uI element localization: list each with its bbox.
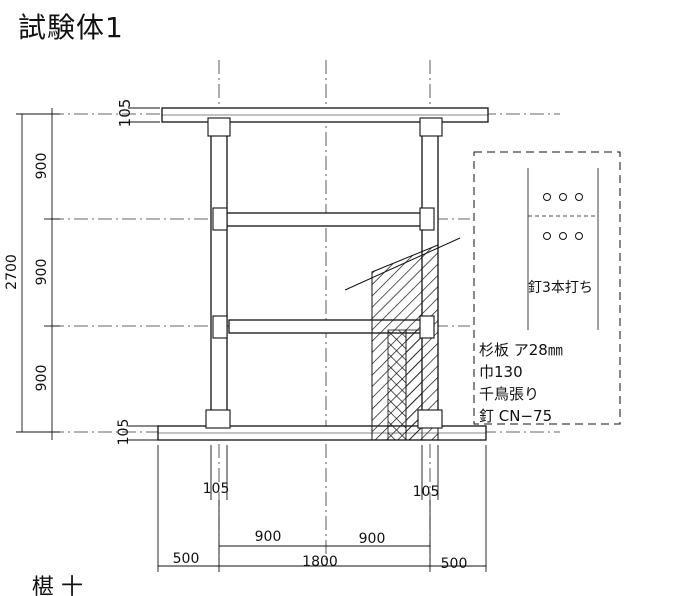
dim-900-bottom-right: 900 <box>359 531 386 547</box>
dim-105-left: 105 <box>203 481 230 497</box>
dim-105-top: 105 <box>116 99 134 128</box>
footer-partial: 椹 十 <box>32 575 83 596</box>
dim-1800: 1800 <box>302 554 338 570</box>
nail-hole-icon <box>559 232 567 240</box>
nail-hole-icon <box>559 193 567 201</box>
dim-500-right: 500 <box>441 556 468 572</box>
dim-105-right: 105 <box>413 484 440 500</box>
bottom-dimension-lines <box>157 445 487 572</box>
detail-box <box>473 151 621 425</box>
grid-lines <box>50 60 560 560</box>
nail-hole-icon <box>575 232 583 240</box>
spec-line-1: 杉板 ア28㎜ <box>479 341 563 359</box>
dim-900-c: 900 <box>34 365 50 392</box>
dim-2700: 2700 <box>4 254 20 290</box>
spec-line-3: 千鳥張り <box>479 385 540 403</box>
dim-900-b: 900 <box>34 259 50 286</box>
spec-line-2: 巾130 <box>479 363 523 381</box>
dim-900-a: 900 <box>34 153 50 180</box>
dim-900-bottom-left: 900 <box>255 529 282 545</box>
left-dimension-line <box>16 107 160 441</box>
nail-detail <box>527 168 599 330</box>
dim-105-bottom: 105 <box>116 419 132 446</box>
dim-500-left: 500 <box>173 551 200 567</box>
board-panel <box>344 237 461 441</box>
joint-hardware <box>205 117 443 429</box>
top-beam <box>161 107 489 123</box>
spec-line-4: 釘 CN−75 <box>479 407 553 425</box>
nail-hole-icon <box>543 193 551 201</box>
nail-label: 釘3本打ち <box>528 279 593 296</box>
drawing-title: 試験体1 <box>18 11 124 44</box>
nail-hole-icon <box>543 232 551 240</box>
nail-hole-icon <box>575 193 583 201</box>
